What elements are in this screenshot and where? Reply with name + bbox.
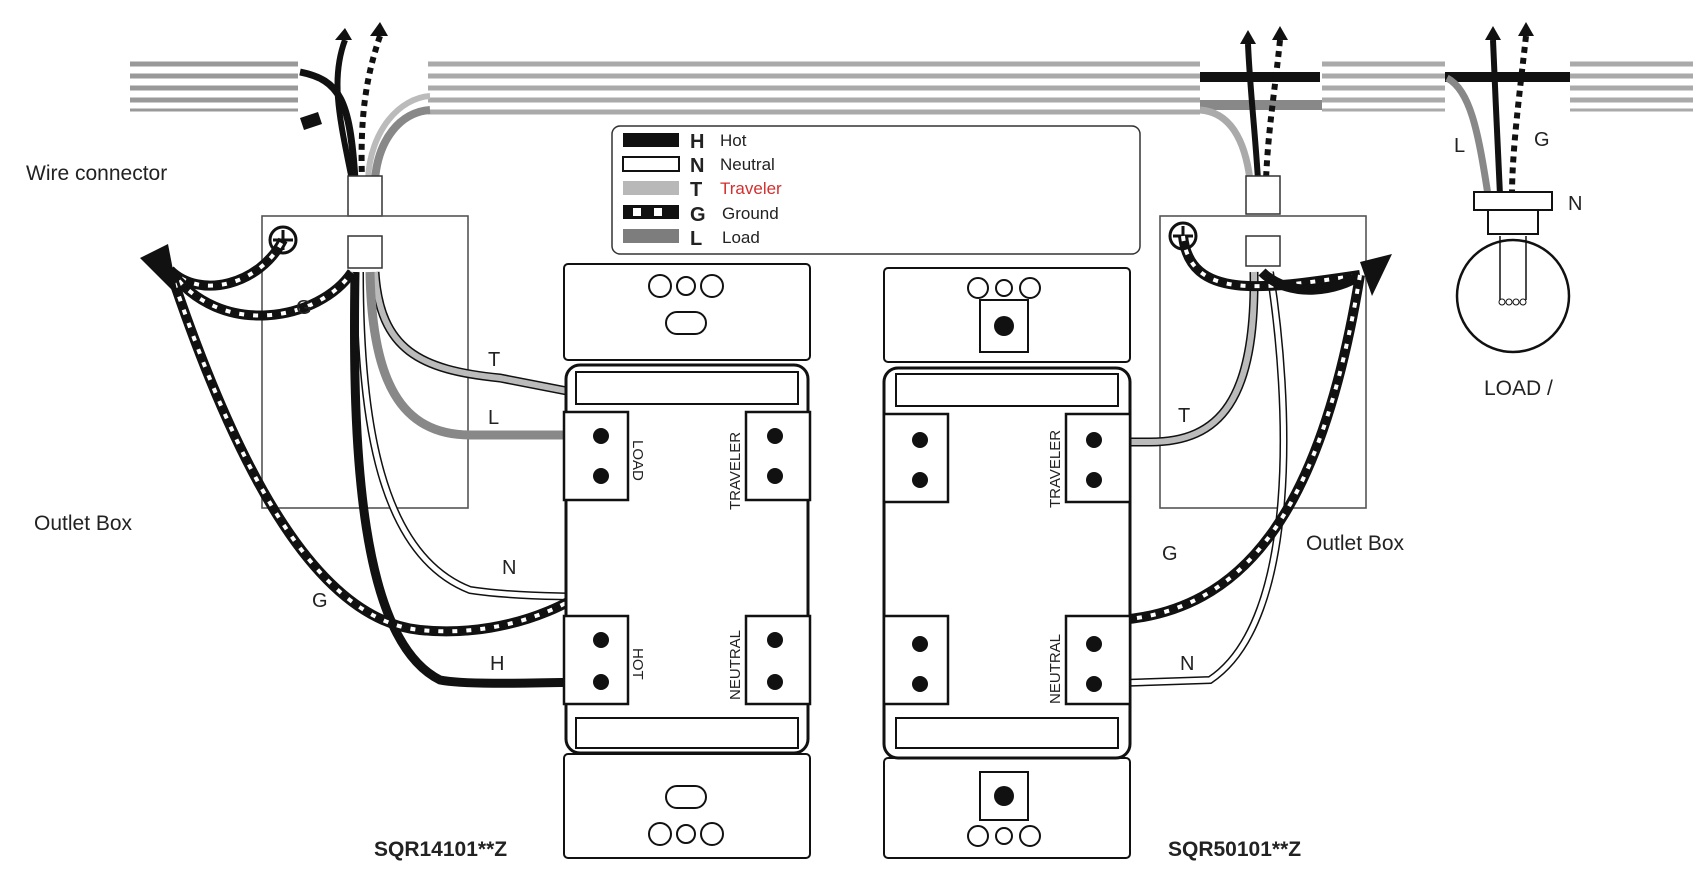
right-junction-wires bbox=[1199, 39, 1283, 215]
outlet-box-right-label: Outlet Box bbox=[1306, 532, 1405, 555]
switch-left bbox=[562, 263, 812, 859]
wire-label-load-g: G bbox=[1534, 129, 1550, 151]
cable-run-right bbox=[1200, 61, 1693, 112]
legend-swatch-ground bbox=[623, 205, 679, 219]
terminal-label-left-hot: HOT bbox=[629, 648, 646, 680]
legend-key-neutral: N bbox=[690, 155, 704, 177]
legend-swatch-neutral bbox=[622, 156, 680, 172]
legend-swatch-traveler bbox=[623, 181, 679, 195]
outlet-box-left-label: Outlet Box bbox=[34, 512, 133, 535]
wire-label-left-ground-lower: G bbox=[312, 590, 328, 612]
right-wires bbox=[917, 235, 1392, 688]
legend-key-traveler: T bbox=[690, 179, 702, 201]
legend-name-hot: Hot bbox=[720, 131, 747, 150]
wire-label-left-load: L bbox=[488, 407, 499, 429]
load-label: LOAD / bbox=[1484, 377, 1553, 400]
legend-swatch-load bbox=[623, 229, 679, 243]
cable-run-middle bbox=[428, 61, 1200, 115]
terminal-label-left-neutral: NEUTRAL bbox=[727, 630, 744, 700]
switch-right bbox=[882, 267, 1132, 859]
cable-run-left bbox=[130, 60, 298, 112]
legend: H Hot N Neutral T Traveler G Ground L Lo… bbox=[611, 125, 1141, 255]
legend-key-ground: G bbox=[690, 204, 706, 226]
wire-label-load-l: L bbox=[1454, 135, 1465, 157]
wire-connector-left bbox=[347, 235, 383, 269]
outlet-box-right bbox=[1159, 215, 1367, 509]
legend-swatch-hot bbox=[623, 133, 679, 147]
legend-name-neutral: Neutral bbox=[720, 155, 775, 174]
model-right-label: SQR50101**Z bbox=[1168, 838, 1301, 861]
wire-connector-label: Wire connector bbox=[26, 162, 167, 185]
terminal-label-right-neutral: NEUTRAL bbox=[1047, 634, 1064, 704]
lamp-icon bbox=[1455, 191, 1571, 354]
wire-label-left-ground-upper: G bbox=[296, 297, 312, 319]
wire-label-left-neutral: N bbox=[502, 557, 516, 579]
load-fixture-wires bbox=[1445, 35, 1529, 196]
terminal-label-left-load: LOAD bbox=[629, 440, 646, 481]
legend-name-ground: Ground bbox=[722, 204, 779, 223]
left-junction-wires bbox=[299, 35, 431, 217]
wire-label-left-hot: H bbox=[490, 653, 504, 675]
wire-label-right-neutral: N bbox=[1180, 653, 1194, 675]
legend-key-hot: H bbox=[690, 131, 704, 153]
legend-name-traveler: Traveler bbox=[720, 179, 782, 198]
terminal-label-right-traveler: TRAVELER bbox=[1047, 430, 1064, 508]
wire-label-left-traveler: T bbox=[488, 349, 500, 371]
legend-key-load: L bbox=[690, 228, 702, 250]
wire-label-right-traveler: T bbox=[1178, 405, 1190, 427]
wire-label-right-ground: G bbox=[1162, 543, 1178, 565]
wire-connector-right bbox=[1245, 235, 1281, 267]
terminal-label-left-traveler: TRAVELER bbox=[727, 432, 744, 510]
left-wires bbox=[140, 237, 790, 688]
wire-connector-icon bbox=[300, 22, 1534, 130]
legend-name-load: Load bbox=[722, 228, 760, 247]
model-left-label: SQR14101**Z bbox=[374, 838, 507, 861]
wire-label-load-n: N bbox=[1568, 193, 1582, 215]
